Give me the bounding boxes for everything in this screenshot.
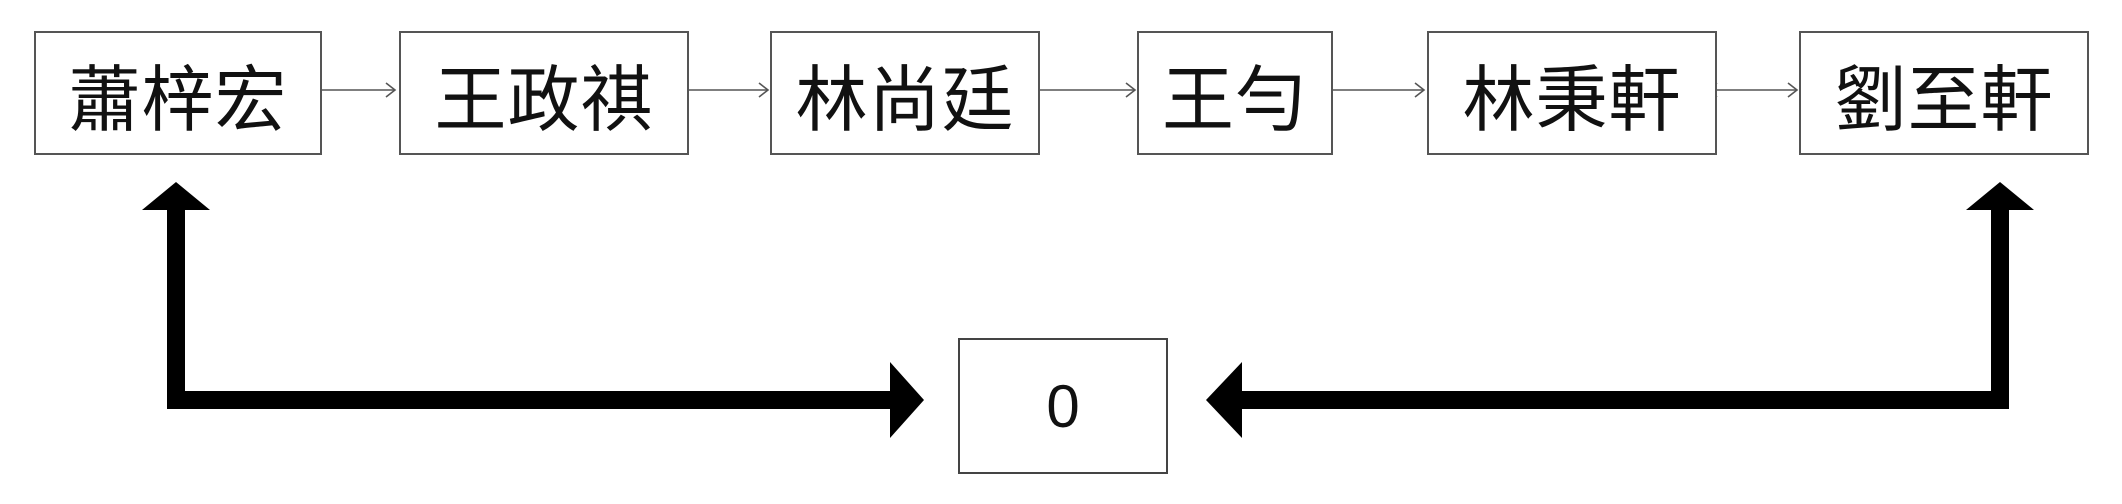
chain-node-1-label: 王政祺 — [434, 57, 654, 142]
chain-node-4: 林秉軒 — [1427, 31, 1717, 155]
right-thick-arrow — [1206, 182, 2034, 438]
bidirectional-link-5 — [1706, 82, 1799, 98]
chain-node-0-label: 蕭梓宏 — [68, 57, 288, 142]
bidirectional-link-4 — [1320, 82, 1426, 98]
bidirectional-link-1 — [309, 82, 397, 98]
chain-node-0: 蕭梓宏 — [34, 31, 322, 155]
center-node: 0 — [958, 338, 1168, 474]
arrowhead-left-center — [1206, 362, 1242, 438]
chain-node-1: 王政祺 — [399, 31, 689, 155]
chain-node-5: 劉至軒 — [1799, 31, 2089, 155]
chain-node-2-label: 林尚廷 — [795, 57, 1015, 142]
bidirectional-link-3 — [1028, 82, 1137, 98]
arrowhead-up-right — [1966, 182, 2034, 210]
chain-node-3: 王勻 — [1137, 31, 1333, 155]
arrowhead-right-center — [890, 362, 924, 438]
chain-node-5-label: 劉至軒 — [1834, 57, 2054, 142]
left-thick-arrow — [142, 182, 924, 438]
chain-node-4-label: 林秉軒 — [1462, 57, 1682, 142]
chain-node-2: 林尚廷 — [770, 31, 1040, 155]
arrowhead-up-left — [142, 182, 210, 210]
center-node-label: 0 — [1046, 372, 1080, 440]
chain-node-3-label: 王勻 — [1161, 57, 1308, 142]
